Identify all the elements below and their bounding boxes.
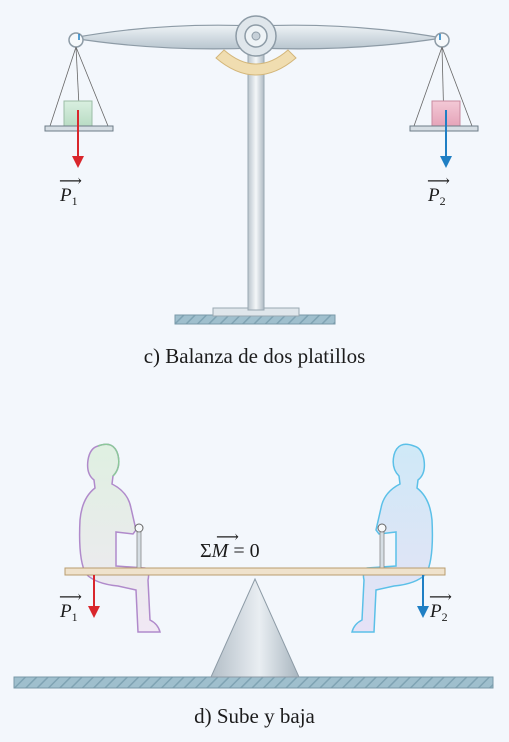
balance-left-ring xyxy=(68,32,84,48)
left-person xyxy=(78,443,161,633)
seesaw-fulcrum xyxy=(210,577,300,678)
seesaw-caption: d) Sube y baja xyxy=(194,704,315,728)
balance-caption: c) Balanza de dos platillos xyxy=(143,344,366,368)
right-person xyxy=(351,443,434,633)
balance-left-force-arrow xyxy=(72,110,84,168)
balance-index-arc xyxy=(215,49,297,76)
seesaw-ground xyxy=(13,676,494,689)
seesaw xyxy=(13,443,494,689)
seesaw-left-force-label: ⟶P1 xyxy=(59,589,82,624)
balance-column xyxy=(247,39,265,311)
moment-equation: Σ⟶M = 0 xyxy=(200,529,260,562)
balance-scale xyxy=(44,15,479,325)
balance-right-force-arrow xyxy=(440,110,452,168)
right-pan xyxy=(409,125,479,132)
seesaw-board xyxy=(64,567,446,576)
seesaw-left-force-arrow xyxy=(88,575,100,618)
seesaw-right-force-arrow xyxy=(417,575,429,618)
balance-right-ring xyxy=(434,32,450,48)
balance-left-force-label: ⟶P1 xyxy=(59,173,82,208)
balance-right-force-label: ⟶P2 xyxy=(427,173,450,208)
seesaw-right-force-label: ⟶P2 xyxy=(429,589,452,624)
